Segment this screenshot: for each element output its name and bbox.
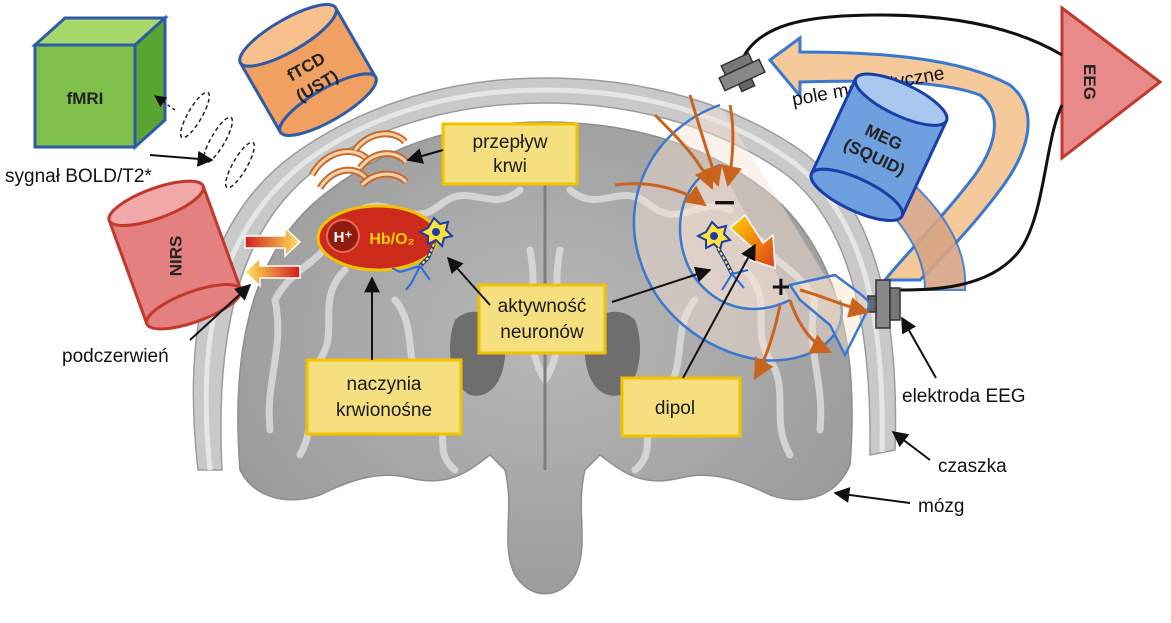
dipole-box: dipol xyxy=(620,376,742,438)
nirs-device: NIRS xyxy=(107,179,243,331)
blood-flow-line-1: przepływ xyxy=(473,132,548,153)
skull-label: czaszka xyxy=(938,456,1007,477)
neural-activity-line-1: aktywność xyxy=(498,296,587,317)
dipole-label: dipol xyxy=(655,398,695,419)
infrared-arrow-line xyxy=(189,283,252,341)
nirs-label: NIRS xyxy=(166,236,185,277)
bold-signal-waves xyxy=(154,91,256,189)
eeg-device: EEG xyxy=(1060,4,1163,162)
blood-flow-box: przepływ krwi xyxy=(441,122,579,186)
fmri-label: fMRI xyxy=(67,89,104,108)
hydrogen-ion-label: H⁺ xyxy=(334,229,353,246)
blood-vessels-line-1: naczynia xyxy=(347,374,422,395)
neural-activity-box: aktywność neuronów xyxy=(477,283,607,355)
infrared-label: podczerwień xyxy=(62,346,169,367)
neural-activity-line-2: neuronów xyxy=(500,322,584,343)
bold-signal-arrow xyxy=(149,150,214,167)
bold-signal-label: sygnał BOLD/T2* xyxy=(5,166,152,187)
current-flow-arrows xyxy=(614,94,871,380)
eeg-label: EEG xyxy=(1080,64,1099,100)
eeg-wire-bottom xyxy=(894,104,1064,292)
dipole-minus: − xyxy=(712,185,737,220)
eeg-wire-top xyxy=(740,13,1063,61)
pointer-arrows xyxy=(364,148,937,504)
blood-vessels-line-2: krwionośne xyxy=(336,400,432,421)
blood-vessels-box: naczynia krwionośne xyxy=(305,358,463,436)
hemoglobin-label: Hb/O₂ xyxy=(369,231,414,248)
brain-label: mózg xyxy=(918,496,964,517)
neuron-icon xyxy=(391,216,454,291)
meg-device: MEG (SQUID) xyxy=(809,72,949,222)
eeg-electrode-top xyxy=(718,52,766,93)
dipole-plus: + xyxy=(770,272,792,302)
fmri-device: fMRI xyxy=(31,14,169,151)
eeg-electrode-side xyxy=(867,279,901,329)
hemoglobin-vessel: H⁺ Hb/O₂ xyxy=(316,204,440,272)
ftcd-device: fTCD (UST) xyxy=(238,3,378,137)
eeg-electrode-label: elektroda EEG xyxy=(902,386,1026,407)
blood-flow-line-2: krwi xyxy=(493,156,527,177)
dipole-neuron-icon xyxy=(695,220,749,291)
infrared-arrows-icon xyxy=(243,226,302,288)
ultrasound-waves-icon xyxy=(308,130,409,191)
